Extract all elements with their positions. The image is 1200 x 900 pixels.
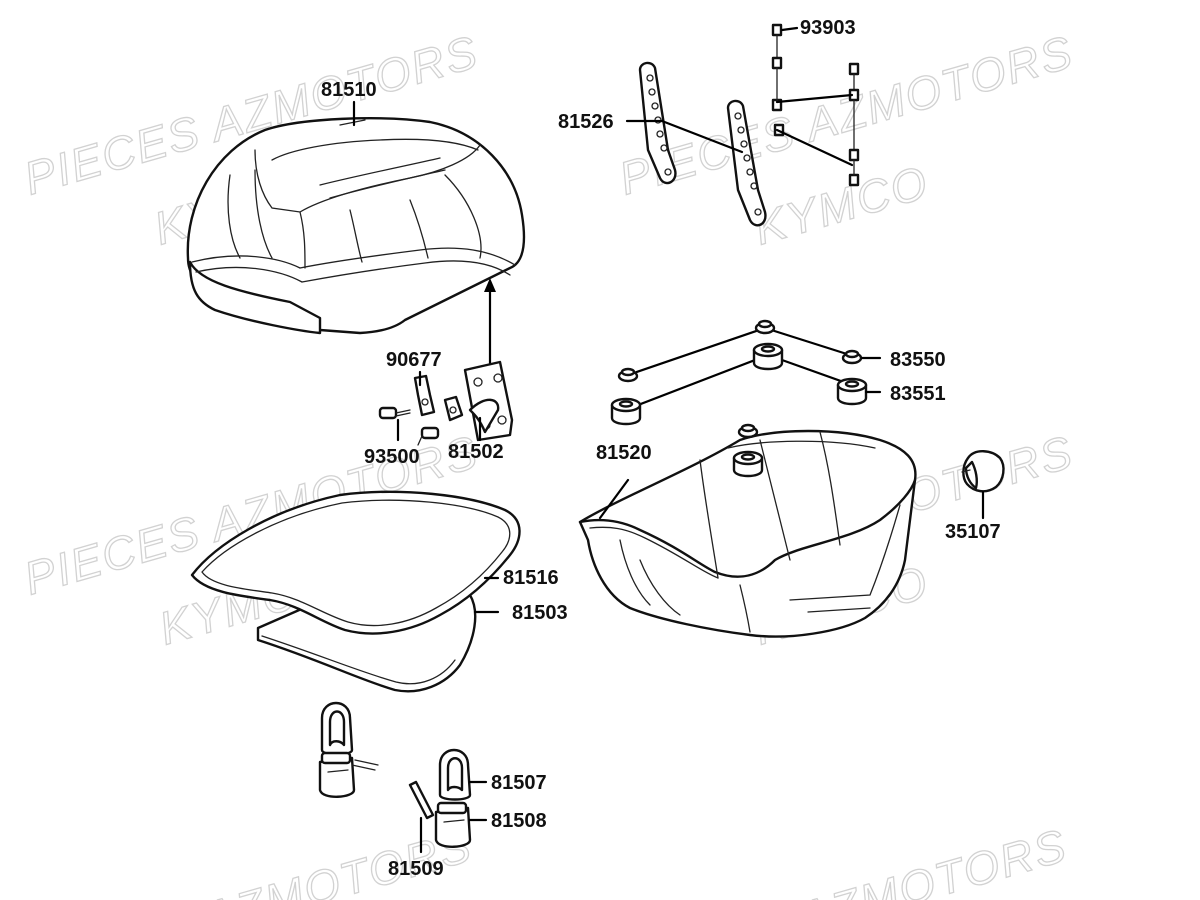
screw — [771, 23, 783, 59]
part-label-83550: 83550 — [890, 349, 946, 371]
grommet-large — [732, 450, 764, 478]
grommet-small — [617, 367, 639, 383]
part-label-81507: 81507 — [491, 772, 547, 794]
part-label-93903: 93903 — [800, 17, 856, 39]
part-label-81526: 81526 — [558, 111, 614, 133]
part-label-81503: 81503 — [512, 602, 568, 624]
mounting-bracket-left — [638, 61, 677, 185]
hinge-assembly-left — [318, 701, 379, 798]
part-label-81509: 81509 — [388, 858, 444, 880]
grommet-small — [841, 349, 863, 365]
top-box-base — [578, 423, 917, 638]
top-box-lid — [186, 117, 526, 335]
hinge-pin — [408, 780, 435, 820]
assembly-arrow — [484, 278, 496, 367]
part-label-81516: 81516 — [503, 567, 559, 589]
leader-lines — [352, 26, 985, 854]
mounting-bracket-right — [726, 99, 767, 227]
part-label-35107: 35107 — [945, 521, 1001, 543]
watermark-text: KYMCO — [748, 155, 934, 254]
part-label-81508: 81508 — [491, 810, 547, 832]
hinge-assembly-right — [434, 748, 472, 848]
grommet-large — [836, 377, 868, 406]
part-labels: 81510 81526 93903 90677 93500 81502 8355… — [321, 17, 1001, 880]
grommet-small — [737, 423, 759, 439]
bolt-upper — [378, 406, 411, 420]
bolt-lower — [417, 426, 440, 446]
grommet-large — [610, 397, 642, 426]
screw — [848, 159, 860, 187]
screw — [848, 148, 860, 162]
screw — [848, 62, 860, 91]
part-label-81520: 81520 — [596, 442, 652, 464]
watermark-text: AZMOTORS — [791, 819, 1073, 900]
grommet-small — [754, 319, 776, 335]
grommet-large — [752, 342, 784, 371]
watermark-layer: PIECES AZMOTORS KYMCO PIECES AZMOTORS KY… — [18, 25, 1080, 900]
part-label-83551: 83551 — [890, 383, 946, 405]
part-label-81502: 81502 — [448, 441, 504, 463]
lid-gasket — [190, 490, 521, 635]
screw — [771, 56, 783, 70]
part-label-93500: 93500 — [364, 446, 420, 468]
clip-left — [413, 374, 436, 417]
mount-plate — [463, 360, 514, 442]
part-label-90677: 90677 — [386, 349, 442, 371]
screw — [771, 67, 783, 112]
clip-right — [443, 395, 464, 422]
part-label-81510: 81510 — [321, 79, 377, 101]
grommet-set — [610, 319, 868, 426]
lock-cap — [961, 450, 1005, 493]
